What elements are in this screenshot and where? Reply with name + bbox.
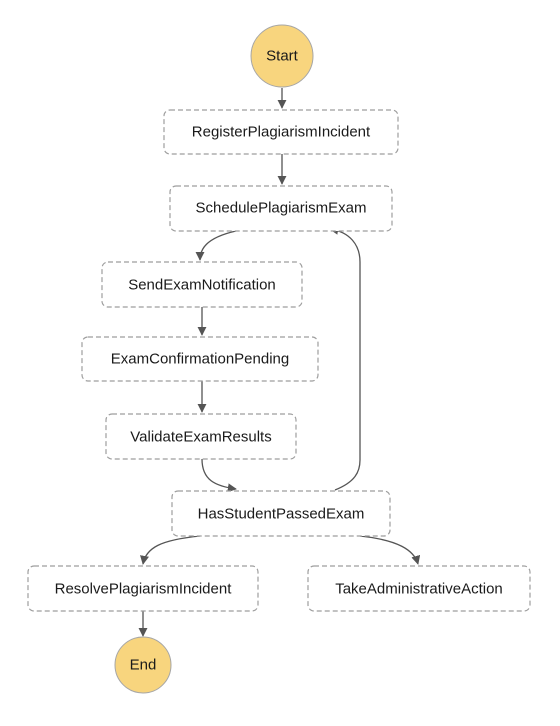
- edge-has-passed-to-admin-action: [359, 535, 421, 565]
- edge-has-passed-back-to-schedule: [329, 225, 361, 491]
- confirmation-pending-label: ExamConfirmationPending: [111, 351, 289, 368]
- edge-schedule-to-send-notification: [195, 230, 237, 261]
- edge-has-passed-to-resolve: [140, 535, 201, 565]
- state-take-administrative-action[interactable]: TakeAdministrativeAction: [307, 565, 531, 612]
- start-node[interactable]: Start: [250, 24, 314, 88]
- start-label: Start: [266, 48, 299, 65]
- edge-validate-to-has-passed: [201, 458, 237, 493]
- send-notification-label: SendExamNotification: [128, 277, 276, 294]
- state-exam-confirmation-pending[interactable]: ExamConfirmationPending: [81, 336, 319, 382]
- state-schedule-plagiarism-exam[interactable]: SchedulePlagiarismExam: [169, 185, 393, 232]
- register-label: RegisterPlagiarismIncident: [192, 124, 371, 141]
- state-register-plagiarism-incident[interactable]: RegisterPlagiarismIncident: [163, 109, 399, 155]
- end-node[interactable]: End: [114, 636, 172, 694]
- end-label: End: [130, 657, 157, 674]
- has-passed-label: HasStudentPassedExam: [198, 506, 365, 523]
- schedule-label: SchedulePlagiarismExam: [196, 200, 367, 217]
- state-resolve-plagiarism-incident[interactable]: ResolvePlagiarismIncident: [27, 565, 259, 612]
- resolve-label: ResolvePlagiarismIncident: [55, 581, 233, 598]
- state-send-exam-notification[interactable]: SendExamNotification: [101, 261, 303, 308]
- edges: [138, 88, 421, 637]
- state-has-student-passed-exam[interactable]: HasStudentPassedExam: [171, 490, 391, 537]
- state-validate-exam-results[interactable]: ValidateExamResults: [105, 413, 297, 460]
- admin-action-label: TakeAdministrativeAction: [335, 581, 503, 598]
- validate-results-label: ValidateExamResults: [130, 429, 271, 446]
